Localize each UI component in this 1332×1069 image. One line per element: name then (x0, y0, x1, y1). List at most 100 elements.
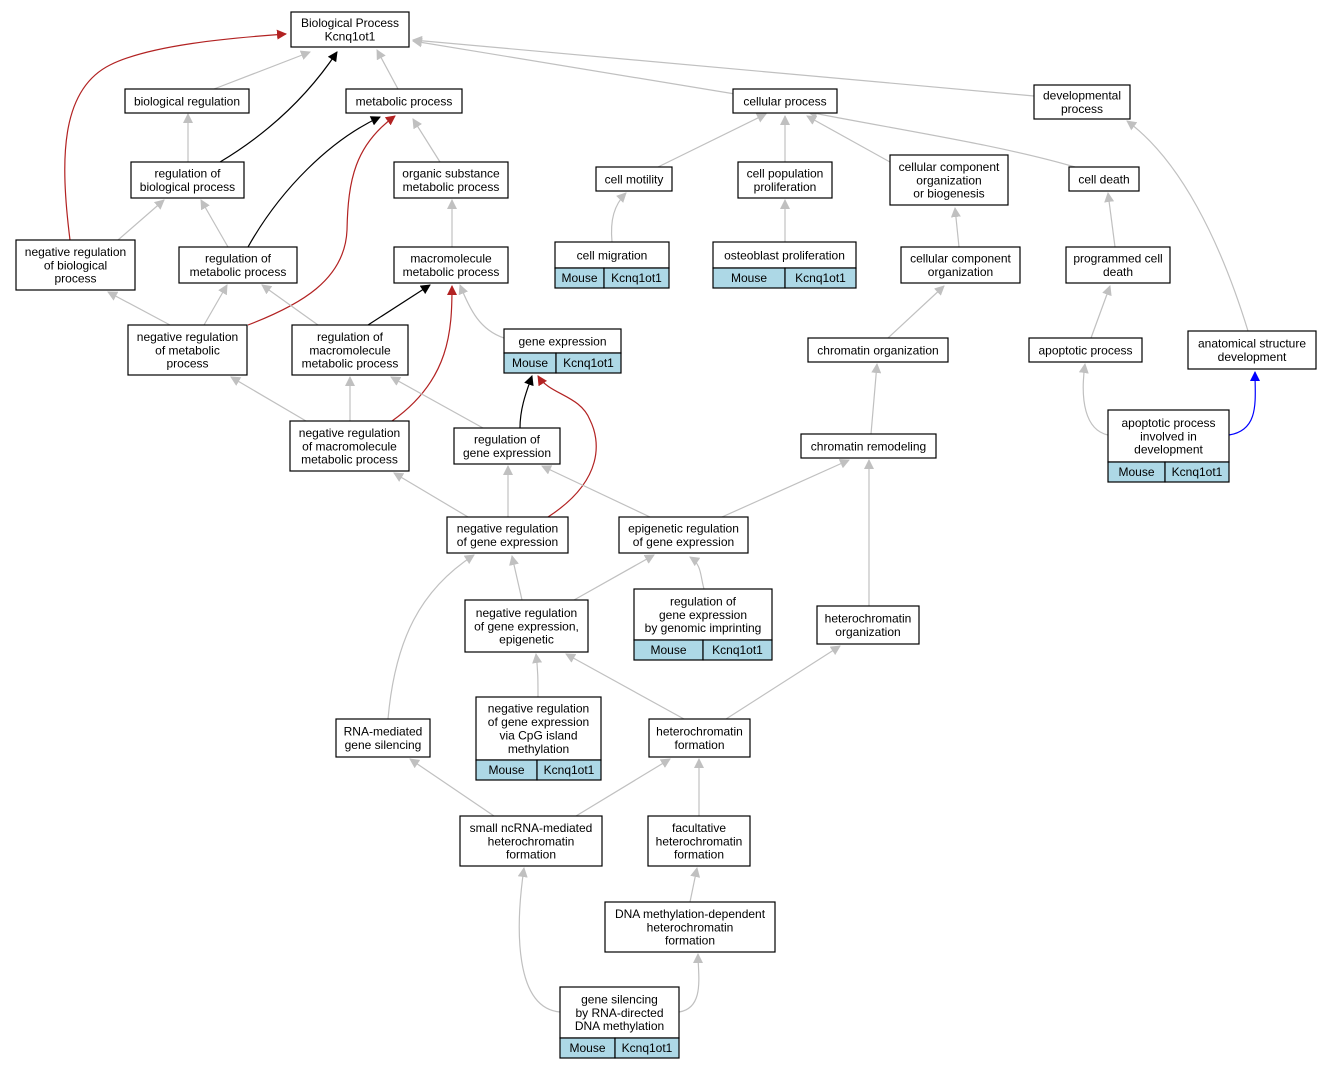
node-label-line: or biogenesis (913, 187, 984, 201)
edge-geneexp-macromet (458, 284, 505, 339)
node-box (737, 161, 833, 199)
node-label-line: metabolic process (190, 265, 287, 279)
node-chromremod[interactable]: chromatin remodeling (800, 433, 937, 459)
node-label-line: metabolic process (302, 357, 399, 371)
node-label-line: process (1061, 102, 1103, 116)
node-box (648, 718, 751, 758)
annotation-organism: Mouse (561, 271, 597, 285)
edge-regmacro-regmet (261, 284, 319, 326)
node-label-line: process (166, 357, 208, 371)
edge-apop (1090, 285, 1112, 339)
annotation-gene-cell (536, 759, 602, 781)
edge-progdeath (1104, 192, 1116, 248)
edge-chromremod (870, 363, 882, 435)
edge-reggene-geneexp (519, 375, 534, 429)
edge-bioreg (213, 50, 311, 90)
edge-hcform-negregepi (565, 653, 685, 720)
edge-apopdev-anat (1228, 371, 1261, 436)
node-label-line: programmed cell (1073, 252, 1162, 266)
node-box (712, 241, 857, 269)
node-dnameth[interactable]: DNA methylation-dependentheterochromatin… (604, 901, 776, 953)
node-bioreg[interactable]: biological regulation (124, 88, 250, 114)
node-ncrna[interactable]: small ncRNA-mediatedheterochromatinforma… (459, 815, 603, 867)
node-box (345, 88, 463, 114)
annotation-organism: Mouse (1118, 465, 1154, 479)
node-label-line: regulation of (154, 167, 221, 181)
node-label-line: biological regulation (134, 94, 240, 108)
edge-negregbio-bp (64, 29, 287, 241)
edge-devproc (412, 35, 1035, 97)
node-label-line: cell motility (605, 172, 664, 186)
node-label-line: macromolecule (309, 343, 391, 357)
edge-chromorg (887, 285, 945, 339)
edge-epireg-chromremod (721, 459, 850, 518)
node-label-line: formation (674, 738, 724, 752)
node-label-line: metabolic process (403, 265, 500, 279)
node-box (459, 815, 603, 867)
edge-dnameth (689, 867, 701, 903)
edge-apopdev-apop (1078, 363, 1109, 436)
node-box (291, 324, 409, 376)
annotation-organism: Mouse (650, 643, 686, 657)
node-label-line: of gene expression (457, 535, 558, 549)
node-label-line: development (1218, 350, 1287, 364)
node-label-line: metabolic process (301, 453, 398, 467)
node-label-line: heterochromatin (656, 725, 743, 739)
node-cellmot[interactable]: cell motility (595, 166, 673, 192)
annotation-gene: Kcnq1ot1 (795, 271, 846, 285)
edge-cellmig (610, 192, 627, 243)
edge-negreggene-negregmacro (393, 472, 469, 518)
node-box (618, 516, 749, 554)
node-metab[interactable]: metabolic process (345, 88, 463, 114)
node-label-line: by RNA-directed (575, 1006, 663, 1020)
node-cellproc[interactable]: cellular process (732, 88, 838, 114)
node-celldeath[interactable]: cell death (1068, 166, 1140, 192)
node-chromorg[interactable]: chromatin organization (807, 337, 949, 363)
edge-negregmet-metab (247, 115, 396, 326)
edge-negreggene-geneexp (537, 375, 597, 518)
node-box (889, 154, 1009, 206)
annotation-organism: Mouse (569, 1041, 605, 1055)
node-box (1068, 166, 1140, 192)
edge-imprint (689, 556, 705, 590)
node-label-line: apoptotic process (1121, 416, 1215, 430)
annotation-gene-cell (784, 267, 857, 289)
node-label-line: formation (506, 848, 556, 862)
node-label-line: DNA methylation (575, 1019, 664, 1033)
node-apop[interactable]: apoptotic process (1028, 337, 1143, 363)
node-label-line: cellular process (743, 94, 826, 108)
node-label-line: negative regulation (137, 330, 238, 344)
node-box (393, 161, 509, 199)
node-label-line: gene expression (518, 334, 606, 348)
